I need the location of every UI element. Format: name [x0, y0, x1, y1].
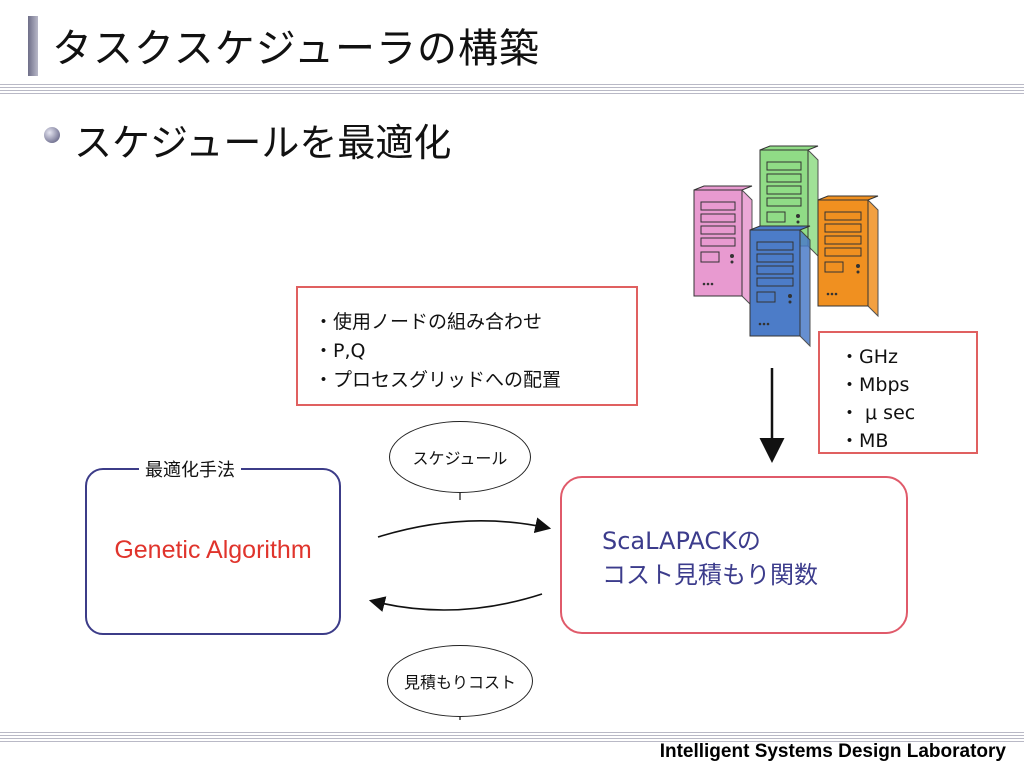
bullet-heading: スケジュールを最適化 [74, 121, 452, 165]
unit-line: ・Mbps [840, 374, 910, 396]
arrow-to-method [368, 593, 543, 612]
title-divider [0, 84, 1024, 94]
cost-function-line: コスト見積もり関数 [602, 561, 818, 589]
estimated-cost-oval-label: 見積もりコスト [403, 673, 516, 692]
title-accent-bar [28, 16, 38, 76]
unit-line: ・MB [840, 430, 889, 452]
schedule-oval: スケジュール [389, 421, 531, 493]
parameter-line: ・P,Q [314, 340, 366, 362]
arrow-to-cost-function [377, 517, 552, 538]
server-tower-blue-icon [749, 225, 811, 348]
parameters-box: ・使用ノードの組み合わせ ・P,Q ・プロセスグリッドへの配置 [296, 286, 638, 406]
schedule-oval-label: スケジュール [412, 449, 508, 468]
cost-function-box: ScaLAPACKの コスト見積もり関数 [560, 476, 908, 634]
method-box-title: 最適化手法 [139, 456, 241, 482]
parameter-line: ・プロセスグリッドへの配置 [314, 369, 562, 391]
bullet-icon [44, 127, 60, 143]
estimated-cost-oval: 見積もりコスト [387, 645, 533, 717]
cost-function-line: ScaLAPACKの [602, 527, 761, 555]
genetic-algorithm-label: Genetic Algorithm [114, 536, 312, 564]
footer-lab-name: Intelligent Systems Design Laboratory [659, 741, 1006, 762]
footer-divider [0, 732, 1024, 742]
server-tower-pink-icon [693, 185, 753, 308]
unit-line: ・GHz [840, 346, 898, 368]
parameter-line: ・使用ノードの組み合わせ [314, 311, 543, 333]
units-box: ・GHz ・Mbps ・ μ sec ・MB [818, 331, 978, 454]
unit-line: ・ μ sec [840, 402, 916, 424]
optimization-method-box: 最適化手法 Genetic Algorithm [85, 456, 341, 635]
server-tower-orange-icon [817, 195, 879, 318]
slide-title: タスクスケジューラの構築 [52, 26, 540, 72]
